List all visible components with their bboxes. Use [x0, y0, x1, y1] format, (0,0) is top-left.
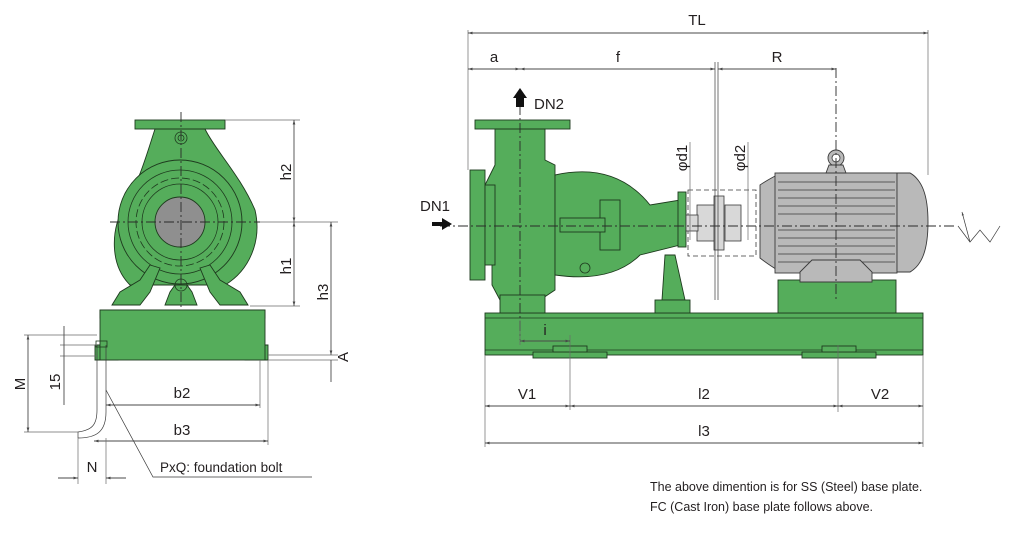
discharge-flange-side [474, 119, 571, 130]
label-h2: h2 [278, 164, 295, 181]
discharge-arrow-icon [513, 88, 527, 107]
motor-fins [778, 181, 895, 263]
note-line-1: The above dimention is for SS (Steel) ba… [650, 480, 923, 494]
label-V1: V1 [518, 386, 536, 403]
label-foundation-bolt: PxQ: foundation bolt [160, 460, 283, 475]
label-DN2: DN2 [534, 96, 564, 113]
label-DN1: DN1 [420, 198, 450, 215]
suction-arrow-icon [432, 218, 452, 230]
discharge-flange [134, 119, 226, 130]
suction-opening [154, 196, 206, 248]
base-plate-note: The above dimention is for SS (Steel) ba… [650, 477, 922, 517]
label-d1: φd1 [674, 145, 691, 171]
suction-flange [469, 169, 486, 281]
label-V2: V2 [871, 386, 889, 403]
label-h1: h1 [278, 258, 295, 275]
label-15: 15 [47, 374, 64, 391]
label-i: i [543, 322, 546, 339]
break-symbol [957, 225, 1001, 243]
label-l3: l3 [698, 423, 710, 440]
label-A: A [335, 352, 352, 362]
label-R: R [772, 49, 783, 66]
front-view: h2 h1 h3 A M 15 b2 b3 N PxQ: foundation … [12, 112, 352, 484]
base-plate [484, 312, 924, 356]
label-d2: φd2 [732, 145, 749, 171]
label-f: f [616, 49, 621, 66]
side-view: TL a f R DN2 DN1 φd1 φd2 i V1 l2 V2 l [420, 12, 1001, 447]
note-line-2: FC (Cast Iron) base plate follows above. [650, 500, 874, 514]
label-b3: b3 [174, 422, 191, 439]
label-N: N [87, 459, 98, 476]
label-b2: b2 [174, 385, 191, 402]
front-base-block [99, 309, 266, 361]
label-l2: l2 [698, 386, 710, 403]
label-a: a [490, 49, 499, 66]
label-M: M [12, 378, 29, 391]
motor-stand [777, 279, 897, 314]
label-TL: TL [688, 12, 706, 29]
label-h3: h3 [315, 284, 332, 301]
